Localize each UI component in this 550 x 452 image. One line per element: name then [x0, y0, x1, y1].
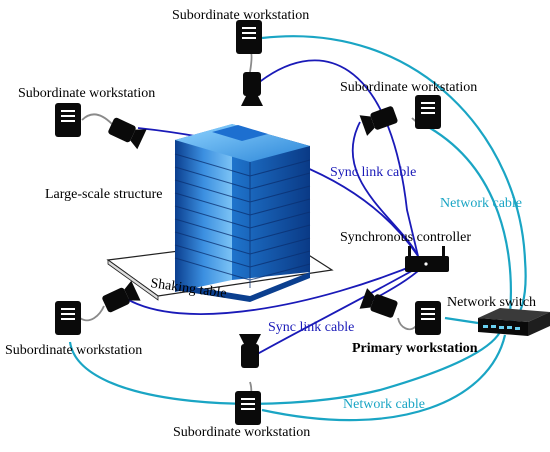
camera-right-bottom-icon	[359, 288, 400, 321]
primary-workstation-icon	[415, 301, 441, 335]
router-icon	[405, 246, 449, 272]
network-cable-primary	[444, 316, 479, 325]
camera-bottom-icon	[239, 334, 261, 368]
subordinate-workstation-right-top-icon	[415, 95, 441, 129]
camera-left-top-icon	[106, 114, 147, 150]
network-cable-right-top	[429, 127, 512, 316]
label-ws-left-top: Subordinate workstation	[18, 86, 155, 101]
label-ws-bottom: Subordinate workstation	[173, 425, 310, 440]
label-network-cable-bottom: Network cable	[343, 397, 425, 412]
network-cable-top	[261, 35, 527, 324]
sync-cable-right-top	[351, 121, 419, 257]
label-network-cable-right: Network cable	[440, 196, 522, 211]
label-ws-right-top: Subordinate workstation	[340, 80, 477, 95]
subordinate-workstation-left-top-icon	[55, 103, 81, 137]
label-structure: Large-scale structure	[45, 187, 163, 202]
camera-left-bottom-icon	[100, 280, 141, 316]
label-sync-cable-top: Sync link cable	[330, 165, 416, 180]
subordinate-workstation-left-bottom-icon	[55, 301, 81, 335]
sync-cable-left-bottom	[121, 261, 423, 315]
subordinate-workstation-bottom-icon	[235, 391, 261, 425]
subordinate-workstation-top-icon	[236, 20, 262, 54]
camera-top-icon	[241, 72, 263, 106]
building-floors	[174, 153, 311, 288]
label-sync-cable-bottom: Sync link cable	[268, 320, 354, 335]
network-cables	[68, 35, 527, 422]
large-scale-structure	[174, 124, 311, 302]
label-ws-top: Subordinate workstation	[172, 8, 309, 23]
label-sync-controller: Synchronous controller	[340, 230, 471, 245]
label-ws-left-bottom: Subordinate workstation	[5, 343, 142, 358]
network-switch-icon	[478, 308, 550, 336]
network-cable-bottom	[261, 334, 507, 422]
sync-cable-bottom	[249, 261, 429, 359]
label-network-switch: Network switch	[447, 295, 536, 310]
network-cable-left-bottom	[68, 331, 501, 405]
label-primary-workstation: Primary workstation	[352, 341, 478, 356]
sync-cable-top	[251, 59, 419, 257]
